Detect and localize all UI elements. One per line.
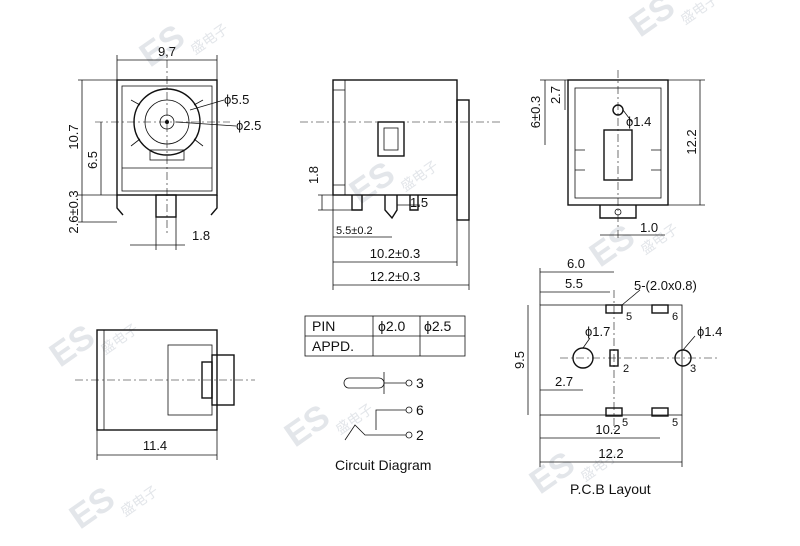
front-view: 9,7 10.7 6.5 2.6±0.3 1.8 ϕ5.5 ϕ2.5 bbox=[66, 44, 261, 250]
dim-side-d5: 12.2±0.3 bbox=[370, 269, 421, 284]
dim-pcb-d5: ϕ1.7 bbox=[585, 324, 610, 339]
pcb-pad-label: 5 bbox=[626, 311, 632, 323]
rear-side-marks bbox=[575, 149, 661, 171]
pcb-pad-label: 5 bbox=[672, 417, 678, 429]
dim-pcb-d4: 9.5 bbox=[512, 351, 527, 369]
leader-outer-dia bbox=[189, 99, 225, 111]
leader-rear-hole bbox=[622, 109, 633, 123]
dim-rear-d2: 6±0.3 bbox=[528, 96, 543, 128]
dim-pcb-d8: 10.2 bbox=[595, 422, 620, 437]
watermark-text: 盛电子 bbox=[678, 0, 722, 28]
dim-rear-d1: 2.7 bbox=[548, 86, 563, 104]
dim-rear-d4: 12.2 bbox=[684, 129, 699, 154]
side-pin-left bbox=[351, 195, 363, 211]
circuit-terminal-2 bbox=[405, 431, 413, 439]
pin-table: PIN ϕ2.0 ϕ2.5 APPD. bbox=[304, 315, 466, 357]
watermark-logo: ES bbox=[43, 317, 102, 374]
side-window-inner bbox=[383, 127, 399, 151]
dim-pcb-d3: 5-(2.0x0.8) bbox=[634, 278, 697, 293]
front-center-pin bbox=[155, 194, 177, 218]
circuit-caption: Circuit Diagram bbox=[335, 457, 431, 473]
dim-front-inner-dia: ϕ2.5 bbox=[236, 118, 261, 133]
leader-inner-dia bbox=[175, 121, 237, 127]
table-header-col2: ϕ2.5 bbox=[424, 318, 452, 334]
watermark-text: 盛电子 bbox=[188, 21, 232, 58]
dim-rear-d5: 1.0 bbox=[640, 220, 658, 235]
watermark-text: 盛电子 bbox=[118, 483, 162, 520]
rear-view: 2.7 6±0.3 ϕ1.4 12.2 1.0 bbox=[528, 70, 705, 240]
dim-front-center-height: 6.5 bbox=[85, 151, 100, 169]
leader-pcb-slots bbox=[621, 289, 641, 306]
watermark-text: 盛电子 bbox=[98, 321, 142, 358]
leader-pcb-hole-small bbox=[682, 335, 696, 351]
dim-pcb-d6: ϕ1.4 bbox=[697, 324, 722, 339]
circuit-pin-6-label: 6 bbox=[416, 402, 424, 418]
side-view: 1.8 1.5 5.5±0.2 10.2±0.3 12.2±0.3 bbox=[300, 79, 500, 290]
side-rear-tab bbox=[456, 99, 470, 221]
dim-front-pin-width: 1.8 bbox=[192, 228, 210, 243]
pcb-pad-label: 2 bbox=[623, 363, 629, 375]
dim-side-d4: 10.2±0.3 bbox=[370, 246, 421, 261]
watermark-logo: ES bbox=[278, 397, 337, 454]
dim-pcb-d9: 12.2 bbox=[598, 446, 623, 461]
watermark-text: 盛电子 bbox=[398, 158, 442, 195]
dim-front-width: 9,7 bbox=[158, 44, 176, 59]
side-body-step bbox=[333, 80, 346, 195]
pcb-layout: 5 6 2 3 5 5 6.0 5.5 5-(2.0x0.8) 9.5 ϕ1.7… bbox=[512, 256, 722, 497]
dim-pcb-d7: 2.7 bbox=[555, 374, 573, 389]
pcb-caption: P.C.B Layout bbox=[570, 481, 651, 497]
bottom-right-tab bbox=[211, 354, 235, 406]
circuit-terminal-3 bbox=[405, 379, 413, 387]
dim-side-d3: 5.5±0.2 bbox=[336, 225, 373, 237]
pcb-pad-top-right bbox=[651, 304, 669, 314]
pcb-pad-bottom-right bbox=[651, 407, 669, 417]
dim-front-outer-dia: ϕ5.5 bbox=[224, 92, 249, 107]
circuit-terminal-6 bbox=[405, 406, 413, 414]
circuit-pin-2-label: 2 bbox=[416, 427, 424, 443]
front-side-legs bbox=[116, 195, 218, 216]
table-row-label: APPD. bbox=[312, 338, 354, 354]
dim-bottom-width: 11.4 bbox=[143, 438, 167, 453]
pcb-pad-label: 5 bbox=[622, 417, 628, 429]
circuit-diagram: 3 6 2 Circuit Diagram bbox=[335, 372, 431, 473]
dim-pcb-d2: 5.5 bbox=[565, 276, 583, 291]
dim-side-d1: 1.8 bbox=[306, 166, 321, 184]
watermark-logo: ES bbox=[623, 0, 682, 45]
dim-rear-d3: ϕ1.4 bbox=[626, 114, 651, 129]
dim-pcb-d1: 6.0 bbox=[567, 256, 585, 271]
pcb-pad-label: 6 bbox=[672, 311, 678, 323]
dim-side-d2: 1.5 bbox=[410, 195, 428, 210]
circuit-pin-body bbox=[343, 377, 385, 389]
watermark-logo: ES bbox=[583, 217, 642, 274]
watermark-text: 盛电子 bbox=[333, 401, 377, 438]
side-window bbox=[377, 121, 405, 157]
bottom-view: 11.4 bbox=[75, 329, 255, 460]
circuit-wire-2 bbox=[344, 424, 406, 441]
leader-pcb-hole-large bbox=[582, 337, 591, 349]
circuit-pin-3-label: 3 bbox=[416, 375, 424, 391]
watermark-logo: ES bbox=[63, 479, 122, 536]
table-header-col1: ϕ2.0 bbox=[378, 318, 406, 334]
side-pin-mid bbox=[384, 195, 398, 220]
pcb-outline bbox=[539, 304, 683, 416]
side-pin-right bbox=[409, 195, 419, 211]
table-header-pin: PIN bbox=[312, 318, 335, 334]
circuit-wire-6 bbox=[375, 409, 406, 430]
dim-front-bottom: 2.6±0.3 bbox=[66, 190, 81, 233]
dim-front-height: 10.7 bbox=[66, 124, 81, 149]
pcb-pad-label: 3 bbox=[690, 363, 696, 375]
front-spring-tabs bbox=[130, 99, 204, 147]
